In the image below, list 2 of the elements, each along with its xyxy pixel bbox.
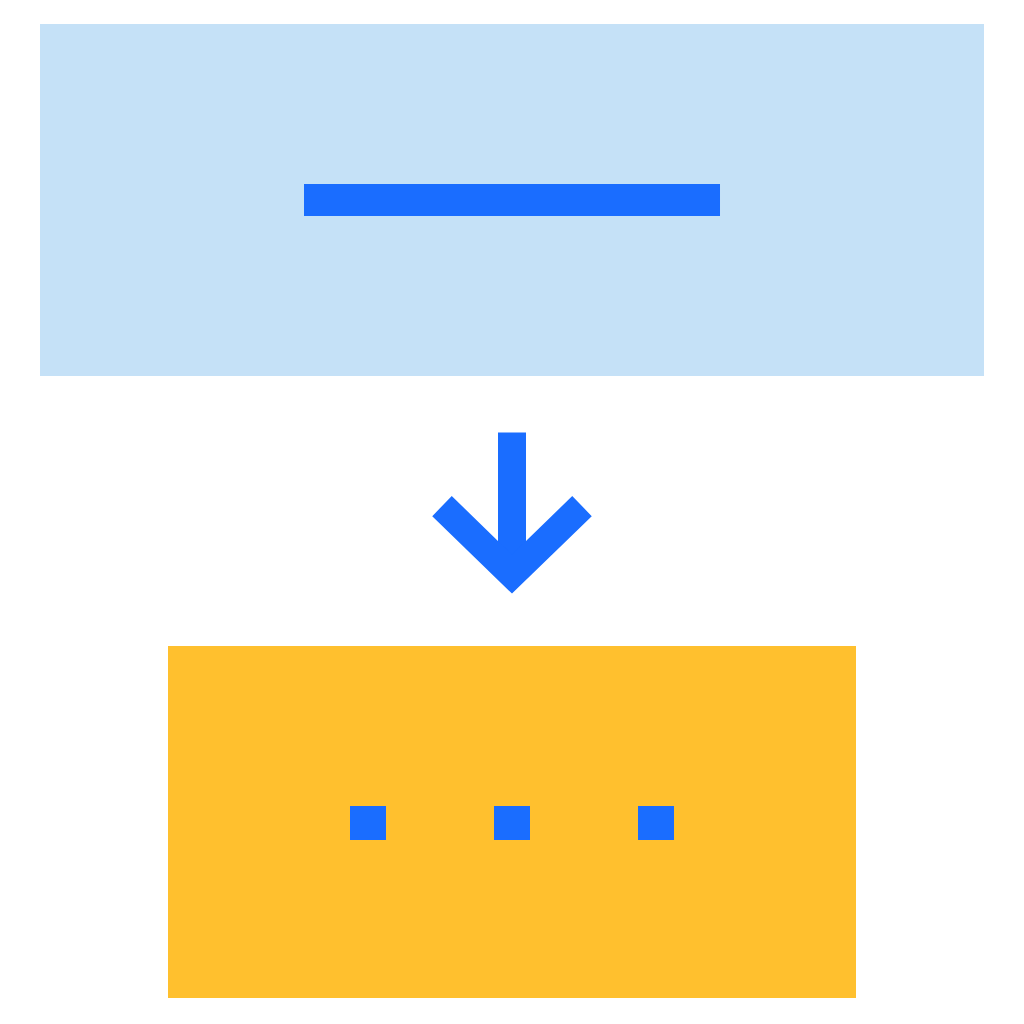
panel-drawing — [40, 24, 984, 376]
panel-drawing — [168, 646, 856, 998]
